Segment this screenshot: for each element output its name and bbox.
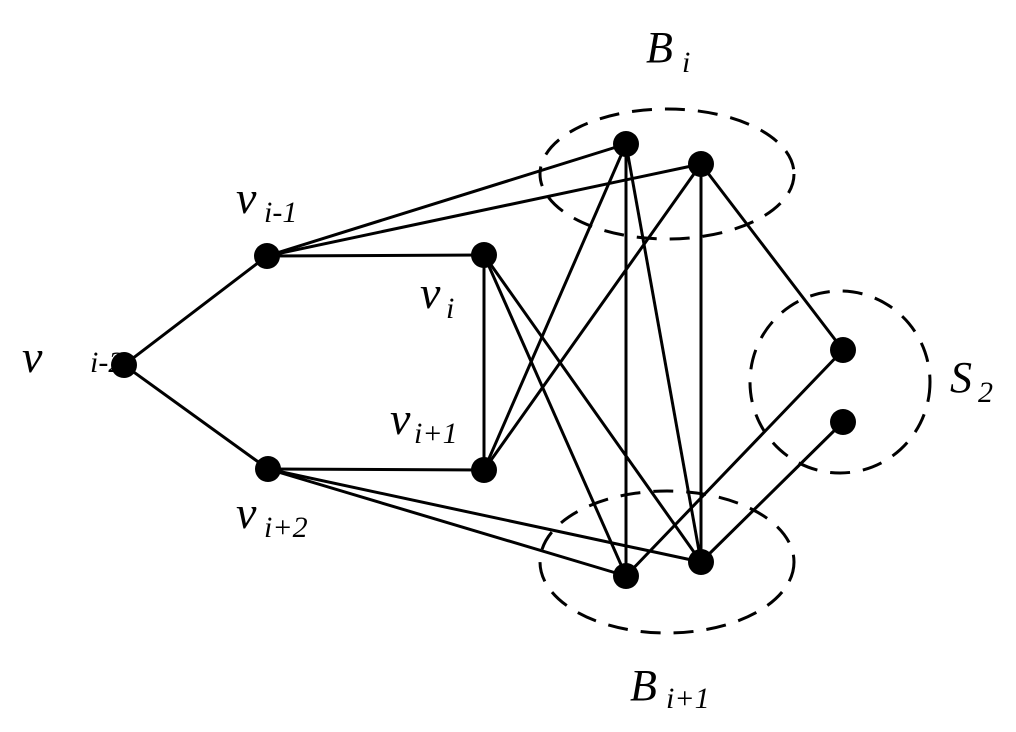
node-label-subscript: i+1 [414, 417, 458, 450]
group-ellipse-bi-1 [538, 489, 796, 635]
node-b1 [613, 131, 639, 157]
group-label-s2: S [950, 353, 972, 402]
group-label-subscript: i [682, 46, 690, 79]
edge-vi-2-vi-1 [123, 254, 268, 367]
group-label-bi-1: B [630, 661, 657, 710]
node-label-vi+1: v [390, 393, 411, 444]
group-label-bi: B [646, 23, 673, 72]
edge-c2-s2 [699, 420, 845, 564]
node-label-vi-1: v [236, 172, 257, 223]
node-label-subscript: i-2 [90, 346, 123, 379]
edge-vi-c1 [482, 254, 628, 577]
group-label-subscript: i+1 [666, 682, 710, 715]
node-s1 [830, 337, 856, 363]
edge-vi+1-b1 [482, 143, 628, 471]
node-c2 [688, 549, 714, 575]
edge-b2-s1 [699, 163, 845, 351]
node-c1 [613, 563, 639, 589]
group-label-subscript: 2 [978, 376, 993, 409]
graph-edges [123, 142, 845, 578]
node-s2 [830, 409, 856, 435]
edge-vi+1-b2 [482, 163, 703, 471]
group-ellipse-bi [538, 107, 796, 241]
node-vi-2 [111, 352, 137, 378]
edge-b1-c2 [624, 143, 703, 563]
node-label-subscript: i-1 [264, 196, 297, 229]
node-label-subscript: i+2 [264, 511, 308, 544]
node-label-vi+2: v [236, 487, 257, 538]
node-label-subscript: i [446, 292, 454, 325]
edge-vi-1-b1 [266, 142, 627, 258]
edge-vi+2-c2 [267, 467, 702, 564]
node-vi+1 [471, 457, 497, 483]
edge-vi-1-vi [266, 253, 485, 258]
graph-nodes [111, 131, 856, 589]
edge-c1-s1 [624, 348, 845, 578]
node-label-vi: v [420, 267, 441, 318]
edge-vi-2-vi+2 [123, 363, 269, 471]
node-label-vi-2: v [22, 331, 43, 382]
group-ellipses [538, 107, 932, 635]
node-vi+2 [255, 456, 281, 482]
node-vi-1 [254, 243, 280, 269]
edge-vi+2-c1 [267, 467, 627, 578]
edge-vi-c2 [482, 254, 703, 563]
edge-vi+1-vi+2 [267, 467, 485, 472]
edge-vi-1-b2 [266, 162, 702, 258]
node-b2 [688, 151, 714, 177]
group-ellipse-s2 [748, 289, 932, 475]
node-vi [471, 242, 497, 268]
